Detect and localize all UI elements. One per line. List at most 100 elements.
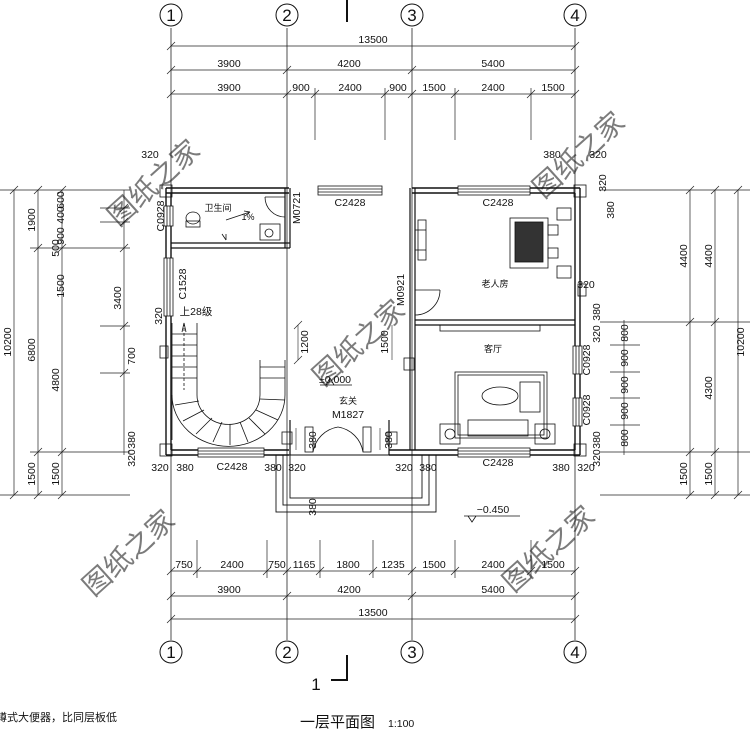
- dimension-text: 750: [268, 559, 286, 571]
- dimension-text: 900: [55, 227, 67, 245]
- dimension-text: 1500: [422, 82, 446, 94]
- axis-label: 1: [166, 643, 175, 662]
- dimension-text: 5400: [481, 58, 505, 70]
- top-dimension-text: 13500 3900 4200 5400 3900 900 2400 900 1…: [217, 34, 565, 94]
- dimension-text: 6800: [26, 338, 38, 362]
- dimension-text: 4400: [678, 244, 690, 268]
- left-dimension-lines: [0, 185, 130, 500]
- watermark: 图纸之家: [497, 500, 601, 598]
- dimension-text: 4400: [703, 244, 715, 268]
- axis-bubbles-top: 1 2 3 4: [159, 3, 587, 27]
- axis-label: 1: [166, 6, 175, 25]
- dimension-text: 1500: [678, 462, 690, 486]
- columns: [159, 184, 587, 457]
- dimension-text: 1235: [381, 559, 405, 571]
- elevation-markers: [320, 377, 520, 523]
- dimension-text: 4200: [337, 58, 361, 70]
- dimension-text: 4300: [703, 376, 715, 400]
- dimension-text: 320: [577, 462, 595, 474]
- dimension-text: 2400: [481, 559, 505, 571]
- door-label: M0721: [291, 192, 303, 224]
- slope-label: 1%: [241, 212, 254, 222]
- watermark: 图纸之家: [77, 504, 181, 602]
- entry-steps: [275, 454, 437, 513]
- window-label: C2428: [217, 461, 248, 473]
- window-label: C2428: [335, 197, 366, 209]
- dimension-text: 1800: [336, 559, 360, 571]
- axis-label: 4: [570, 6, 579, 25]
- opening-labels: C2428 C2428 C2428 C2428 M1827 C0928 C152…: [155, 192, 593, 473]
- elevation-exterior: −0.450: [477, 504, 510, 516]
- dimension-text: 320: [597, 174, 609, 192]
- dimension-text: 1900: [26, 208, 38, 232]
- dimension-text: 900: [389, 82, 407, 94]
- dimension-text: 1500: [26, 462, 38, 486]
- dimension-text: 380: [383, 431, 395, 449]
- dimension-text: 320: [591, 325, 603, 343]
- drawing-title: 一层平面图: [300, 714, 375, 731]
- dimension-text: 900: [619, 376, 631, 394]
- window-label: C2428: [483, 457, 514, 469]
- dimension-text: 600: [55, 191, 67, 209]
- window-label: C0928: [581, 394, 593, 425]
- dimension-text: 900: [619, 349, 631, 367]
- dimension-text: 320: [395, 462, 413, 474]
- dimension-text: 2400: [338, 82, 362, 94]
- room-label-entrance: 玄关: [339, 395, 357, 406]
- right-dimension-lines: [600, 185, 750, 500]
- axis-label: 4: [570, 643, 579, 662]
- dimension-text: 800: [619, 324, 631, 342]
- dimension-text: 380: [264, 462, 282, 474]
- dimension-text: 3900: [217, 82, 241, 94]
- dimension-text: 1500: [55, 274, 67, 298]
- dimension-text: 1500: [703, 462, 715, 486]
- right-dimension-text: 4400 1500 4400 4300 1500 10200 800 900 9…: [619, 244, 747, 486]
- section-number: 1: [311, 675, 320, 694]
- dimension-text: 1200: [299, 330, 311, 354]
- door-label: M0921: [395, 274, 407, 306]
- dimension-text: 700: [126, 347, 138, 365]
- dimension-text: 320: [288, 462, 306, 474]
- dimension-text: 380: [307, 498, 319, 516]
- window-label: C2428: [483, 197, 514, 209]
- axis-bubbles-bottom: 1 2 3 4: [159, 640, 587, 664]
- dimension-text: 320: [591, 449, 603, 467]
- bottom-dimension-text: 750 2400 750 1165 1800 1235 1500 2400 15…: [175, 559, 565, 619]
- dimension-text: 1500: [541, 82, 565, 94]
- dimension-text: 320: [141, 149, 159, 161]
- corner-dimensions: 320 380 320 320 380 380 320 320 380 380 …: [126, 149, 617, 516]
- axis-label: 3: [407, 643, 416, 662]
- spiral-stair: [171, 322, 286, 447]
- dimension-text: 900: [619, 402, 631, 420]
- dimension-text: 500: [50, 239, 62, 257]
- window-label: C0928: [155, 200, 167, 231]
- footnote: 蹲式大便器，比同层板低: [0, 710, 117, 724]
- dimension-text: 800: [619, 429, 631, 447]
- dimension-text: 320: [151, 462, 169, 474]
- elder-room-furniture: [415, 207, 572, 279]
- dimension-text: 380: [591, 303, 603, 321]
- stair-label: 上28级: [180, 306, 213, 318]
- dimension-text: 380: [591, 431, 603, 449]
- door-label: M1827: [332, 409, 364, 421]
- dimension-text: 380: [126, 431, 138, 449]
- dimension-text: 13500: [358, 607, 387, 619]
- bathroom-fixtures: [185, 210, 281, 241]
- dimension-text: 1500: [541, 559, 565, 571]
- living-room-furniture: [439, 324, 556, 445]
- dimension-text: 1500: [379, 330, 391, 354]
- room-labels: 卫生间 1% 老人房 客厅 玄关 ±0.000 上28级 −0.450: [180, 202, 510, 516]
- window-label: C1528: [177, 268, 189, 299]
- dimension-text: 13500: [358, 34, 387, 46]
- interior-dimensions: [293, 320, 393, 450]
- watermark: 图纸之家: [307, 294, 411, 392]
- dimension-text: 380: [176, 462, 194, 474]
- windows: [163, 185, 583, 458]
- dimension-text: 10200: [2, 327, 14, 356]
- window-label: C0928: [581, 344, 593, 375]
- door-m0921: [414, 289, 441, 316]
- dimension-text: 1165: [293, 559, 316, 571]
- dimension-text: 320: [153, 307, 165, 325]
- axis-label: 2: [282, 643, 291, 662]
- dimension-text: 5400: [481, 584, 505, 596]
